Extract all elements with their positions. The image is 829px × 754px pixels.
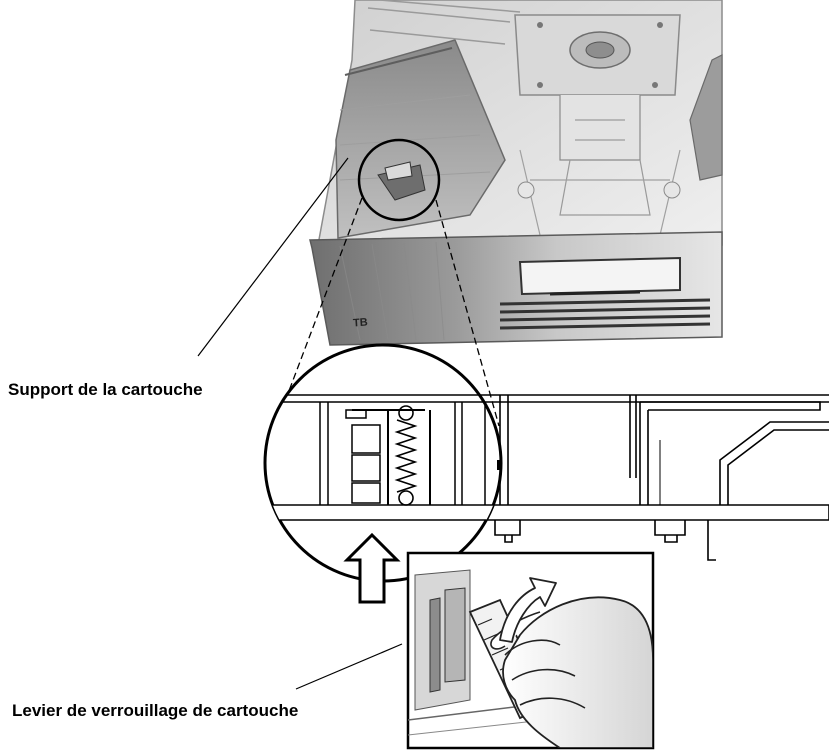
- projection-lines: [283, 197, 500, 427]
- front-marking: TB: [353, 316, 369, 329]
- library-drawer-illustration: TB: [309, 0, 723, 346]
- detail-magnifier: [263, 343, 503, 583]
- support-leader-line: [197, 157, 349, 357]
- spring-coil: [394, 405, 418, 506]
- upward-arrow-icon: [343, 532, 401, 604]
- drawer-display-window: [518, 256, 681, 296]
- magnify-source-circle: [357, 138, 441, 222]
- callout-lever-label: Levier de verrouillage de cartouche: [12, 701, 299, 720]
- callout-support-label: Support de la cartouche: [8, 380, 203, 399]
- hand: [502, 596, 653, 748]
- drawer-vents: [499, 298, 711, 330]
- motion-arrow-icon: [499, 577, 557, 643]
- right-magazine: [689, 54, 723, 181]
- lever-leader-line: [295, 643, 403, 690]
- lever-release-inset: [406, 551, 655, 750]
